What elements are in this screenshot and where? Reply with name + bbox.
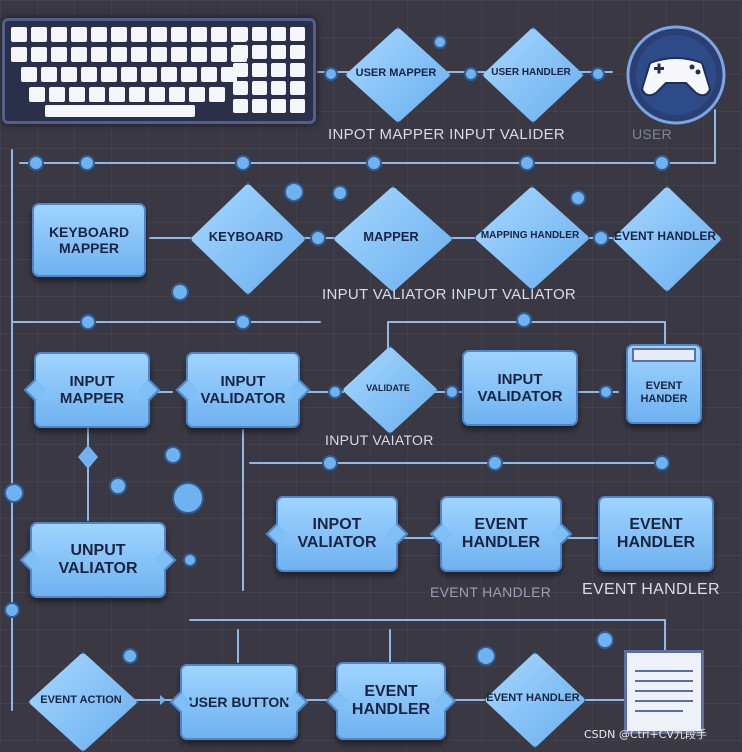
keyboard-key: [41, 67, 57, 82]
user-handler-diamond: USER HANDLER: [482, 27, 584, 123]
keyboard-key: [171, 47, 187, 62]
lower-mid-label: INPUT VAIATOR: [325, 432, 434, 448]
keyboard-key: [51, 47, 67, 62]
keyboard-key: [45, 105, 195, 117]
keyboard-key: [211, 27, 227, 42]
keyboard-key: [91, 47, 107, 62]
inpot-valiator-box: INPOT VALIATOR: [276, 496, 398, 572]
keyboard-key: [181, 67, 197, 82]
top-right-label: USER: [632, 126, 673, 142]
keyboard-key: [31, 47, 47, 62]
keyboard-key: [91, 27, 107, 42]
keyboard-key: [151, 47, 167, 62]
event-handler-diamond-bottom: EVENT HANDLER: [484, 652, 586, 748]
watermark: CSDN @Ctrl+CV九段手: [584, 728, 707, 741]
keyboard-key: [290, 99, 305, 113]
mapper-diamond: MAPPER: [333, 186, 453, 292]
event-handler-box-1: EVENT HANDLER: [440, 496, 562, 572]
keyboard-key: [71, 27, 87, 42]
keyboard-key: [290, 63, 305, 77]
keyboard-key: [201, 67, 217, 82]
event-handler-box-2: EVENT HANDLER: [598, 496, 714, 572]
input-mapper-box: INPUT MAPPER: [34, 352, 150, 428]
document-icon: [624, 650, 704, 734]
user-button-box: USER BUTTON: [180, 664, 298, 740]
keyboard-key: [233, 81, 248, 95]
keyboard-key: [71, 47, 87, 62]
keyboard-key: [271, 63, 286, 77]
small-diamond: VALIDATE: [342, 346, 438, 434]
keyboard-key: [61, 67, 77, 82]
keyboard-key: [290, 27, 305, 41]
keyboard-key: [151, 27, 167, 42]
keyboard-key: [252, 99, 267, 113]
event-diamond-top: EVENT HANDLER: [612, 186, 722, 292]
keyboard-key: [129, 87, 145, 102]
keyboard-key: [89, 87, 105, 102]
keyboard-key: [290, 45, 305, 59]
keyboard-key: [271, 99, 286, 113]
keyboard-key: [29, 87, 45, 102]
keyboard-key: [271, 27, 286, 41]
top-label: INPOT MAPPER INPUT VALIDER: [328, 126, 566, 143]
keyboard-key: [290, 81, 305, 95]
keyboard-key: [271, 81, 286, 95]
keyboard-mapper-box: KEYBOARD MAPPER: [32, 203, 146, 277]
keyboard-key: [141, 67, 157, 82]
keyboard-key: [11, 47, 27, 62]
keyboard-key: [171, 27, 187, 42]
keyboard-key: [111, 27, 127, 42]
keyboard-key: [149, 87, 165, 102]
keyboard-diamond: KEYBOARD: [190, 183, 306, 295]
window-icon: [632, 348, 696, 362]
keyboard-key: [69, 87, 85, 102]
mapping-diamond: MAPPING HANDLER: [474, 186, 590, 290]
keyboard-key: [31, 27, 47, 42]
keyboard-key: [252, 45, 267, 59]
keyboard-key: [161, 67, 177, 82]
connector-dot: [28, 155, 44, 171]
keyboard-key: [101, 67, 117, 82]
event-large-label: EVENT HANDLER: [582, 581, 720, 598]
event-handler-panel-label: EVENT HANDER: [640, 380, 688, 405]
keyboard-key: [11, 27, 27, 42]
event-handler-box-3: EVENT HANDLER: [336, 662, 446, 740]
unput-valiator-box: UNPUT VALIATOR: [30, 522, 166, 598]
keyboard-key: [191, 47, 207, 62]
keyboard-key: [233, 63, 248, 77]
keyboard-key: [233, 45, 248, 59]
event-small-label: EVENT HANDLER: [430, 584, 552, 600]
keyboard-key: [252, 81, 267, 95]
keyboard-key: [49, 87, 65, 102]
keyboard-key: [121, 67, 137, 82]
keyboard-key: [169, 87, 185, 102]
user-diamond: USER MAPPER: [345, 27, 451, 123]
keyboard-key: [211, 47, 227, 62]
keyboard-key: [233, 99, 248, 113]
event-action-diamond: EVENT ACTION: [28, 652, 138, 752]
keyboard-key: [252, 63, 267, 77]
keyboard-key: [189, 87, 205, 102]
keyboard-key: [252, 27, 267, 41]
input-validator-box-1: INPUT VALIDATOR: [186, 352, 300, 428]
keyboard-key: [271, 45, 286, 59]
keyboard-key: [81, 67, 97, 82]
keyboard-key: [191, 27, 207, 42]
mid-label: INPUT VALIATOR INPUT VALIATOR: [322, 286, 577, 303]
keyboard-key: [51, 27, 67, 42]
keyboard-key: [209, 87, 225, 102]
gamepad-icon: [614, 23, 732, 127]
keyboard-key: [21, 67, 37, 82]
keyboard-icon: [2, 18, 316, 124]
keyboard-key: [131, 27, 147, 42]
input-validator-box-2: INPUT VALIDATOR: [462, 350, 578, 426]
keyboard-key: [233, 27, 248, 41]
keyboard-key: [131, 47, 147, 62]
keyboard-key: [109, 87, 125, 102]
keyboard-key: [111, 47, 127, 62]
